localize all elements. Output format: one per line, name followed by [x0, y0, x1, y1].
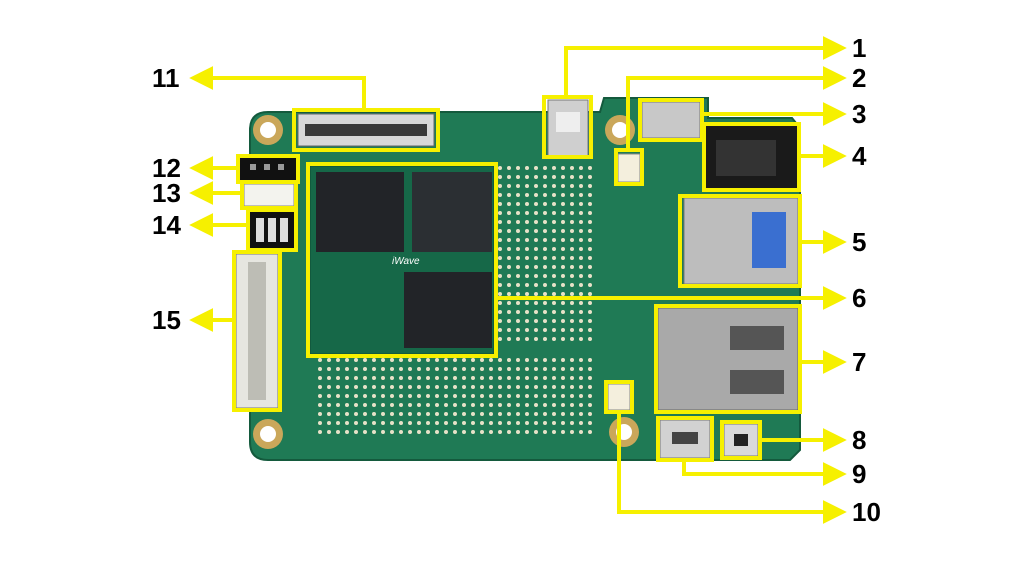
dc-jack — [706, 126, 798, 188]
callout-number: 11 — [152, 63, 180, 93]
leader-line — [626, 66, 847, 150]
boot-header — [607, 383, 631, 411]
mounting-hole — [253, 115, 283, 145]
micro-usb-otg — [659, 419, 711, 459]
callout-number: 12 — [152, 153, 181, 183]
leader-line — [564, 36, 847, 97]
small-connector — [243, 183, 295, 207]
reset-button — [723, 423, 759, 457]
board-label: iWave — [392, 256, 420, 267]
fpc-connector-top — [297, 113, 435, 147]
callout-number: 15 — [152, 305, 181, 335]
leader-line — [682, 460, 847, 486]
callout-number: 6 — [852, 283, 866, 313]
mounting-hole — [609, 417, 639, 447]
highlight-box — [654, 304, 802, 414]
callout-number: 9 — [852, 459, 866, 489]
callout-number: 8 — [852, 425, 866, 455]
usb3-connector — [683, 197, 799, 285]
slide-switch — [641, 101, 701, 139]
som-module: iWave — [309, 165, 495, 355]
usb-host-connector — [547, 99, 589, 157]
callout-number: 1 — [852, 33, 866, 63]
highlight-box — [306, 162, 498, 358]
highlight-box — [638, 98, 704, 142]
callout-number: 4 — [852, 141, 867, 171]
callout-number: 10 — [852, 497, 881, 527]
pad-grid — [318, 166, 592, 434]
callout-number: 2 — [852, 63, 866, 93]
callout-number: 3 — [852, 99, 866, 129]
ethernet-jack — [657, 307, 799, 411]
leader-line — [617, 412, 847, 524]
lvds-connector — [235, 253, 279, 409]
callout-number: 7 — [852, 347, 866, 377]
pin-header — [240, 158, 296, 180]
power-header — [617, 153, 641, 183]
highlight-box — [232, 250, 282, 412]
mounting-hole — [253, 419, 283, 449]
callout-number: 14 — [152, 210, 181, 240]
dip-switch — [250, 212, 294, 248]
mounting-hole — [605, 115, 635, 145]
leader-line — [189, 66, 366, 110]
callout-number: 13 — [152, 178, 181, 208]
callout-number: 5 — [852, 227, 866, 257]
